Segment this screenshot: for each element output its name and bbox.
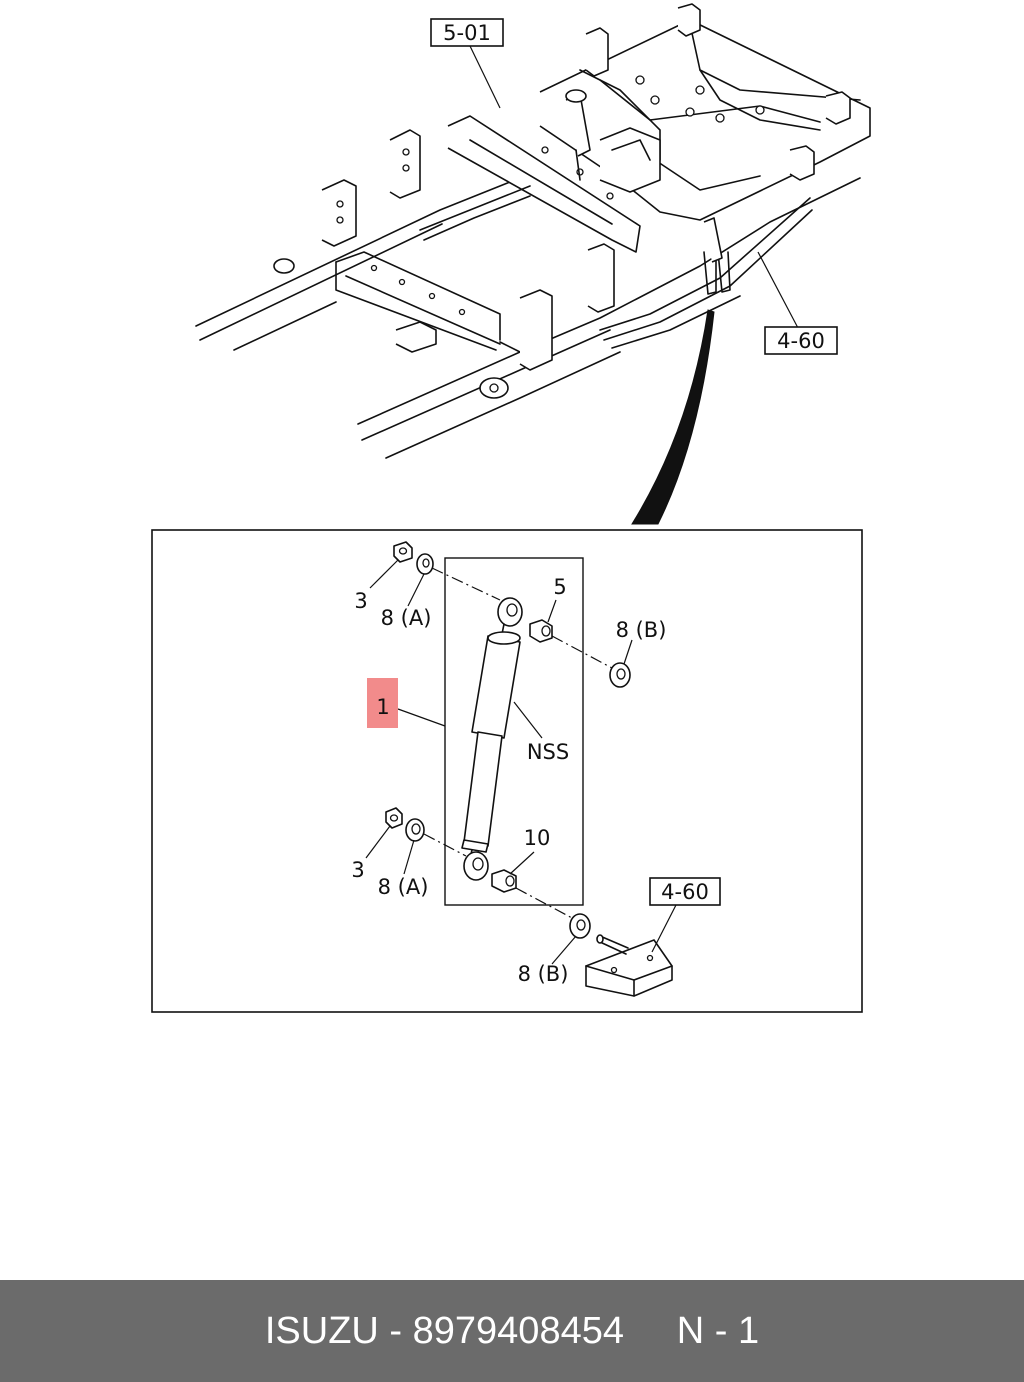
footer-brand: ISUZU	[264, 1309, 379, 1352]
frame-ref-label: 5-01	[443, 21, 491, 45]
callout-washer-lower-a: 8 (A)	[378, 875, 429, 899]
callout-washer-lower-b: 8 (B)	[518, 962, 569, 986]
lower-bushing-10	[491, 869, 517, 893]
detail-frame	[151, 529, 863, 1013]
lower-washer-8a	[405, 818, 425, 842]
spring-ref-box: 4-60	[764, 326, 838, 355]
callout-washer-upper-a: 8 (A)	[381, 606, 432, 630]
frame-ref-box: 5-01	[430, 18, 504, 47]
upper-washer-8a	[416, 553, 434, 575]
upper-bushing-5	[529, 619, 553, 643]
callout-washer-upper-b: 8 (B)	[616, 618, 667, 642]
callout-bushing-upper: 5	[553, 575, 566, 599]
lower-washer-8b	[569, 913, 591, 939]
shock-absorber-illustration	[461, 597, 523, 881]
callout-bushing-lower: 10	[524, 826, 551, 850]
lower-nut-3	[385, 807, 403, 829]
bracket-ref-box: 4-60	[649, 877, 721, 906]
chassis-frame-illustration	[195, 3, 871, 525]
footer-gap	[624, 1310, 677, 1353]
footer-bar: ISUZU - 8979408454 N - 1	[0, 1280, 1024, 1382]
footer-separator: -	[378, 1309, 413, 1352]
upper-washer-8b	[609, 662, 631, 688]
assembly-bracket	[444, 557, 584, 906]
bracket-ref-label: 4-60	[661, 880, 709, 904]
spring-ref-label: 4-60	[777, 329, 825, 353]
footer-part-number: 8979408454	[412, 1309, 624, 1352]
callout-nut-lower: 3	[351, 858, 364, 882]
footer-page: N - 1	[676, 1309, 760, 1352]
callout-shock-absorber: 1	[376, 695, 389, 719]
parts-diagram: 5-01 4-60	[151, 3, 871, 1013]
upper-nut-3	[393, 541, 413, 563]
callout-nut-upper: 3	[354, 589, 367, 613]
shock-absorber-callout-highlight	[367, 678, 398, 728]
callout-nss: NSS	[527, 740, 569, 764]
mounting-bracket-illustration	[585, 934, 673, 997]
